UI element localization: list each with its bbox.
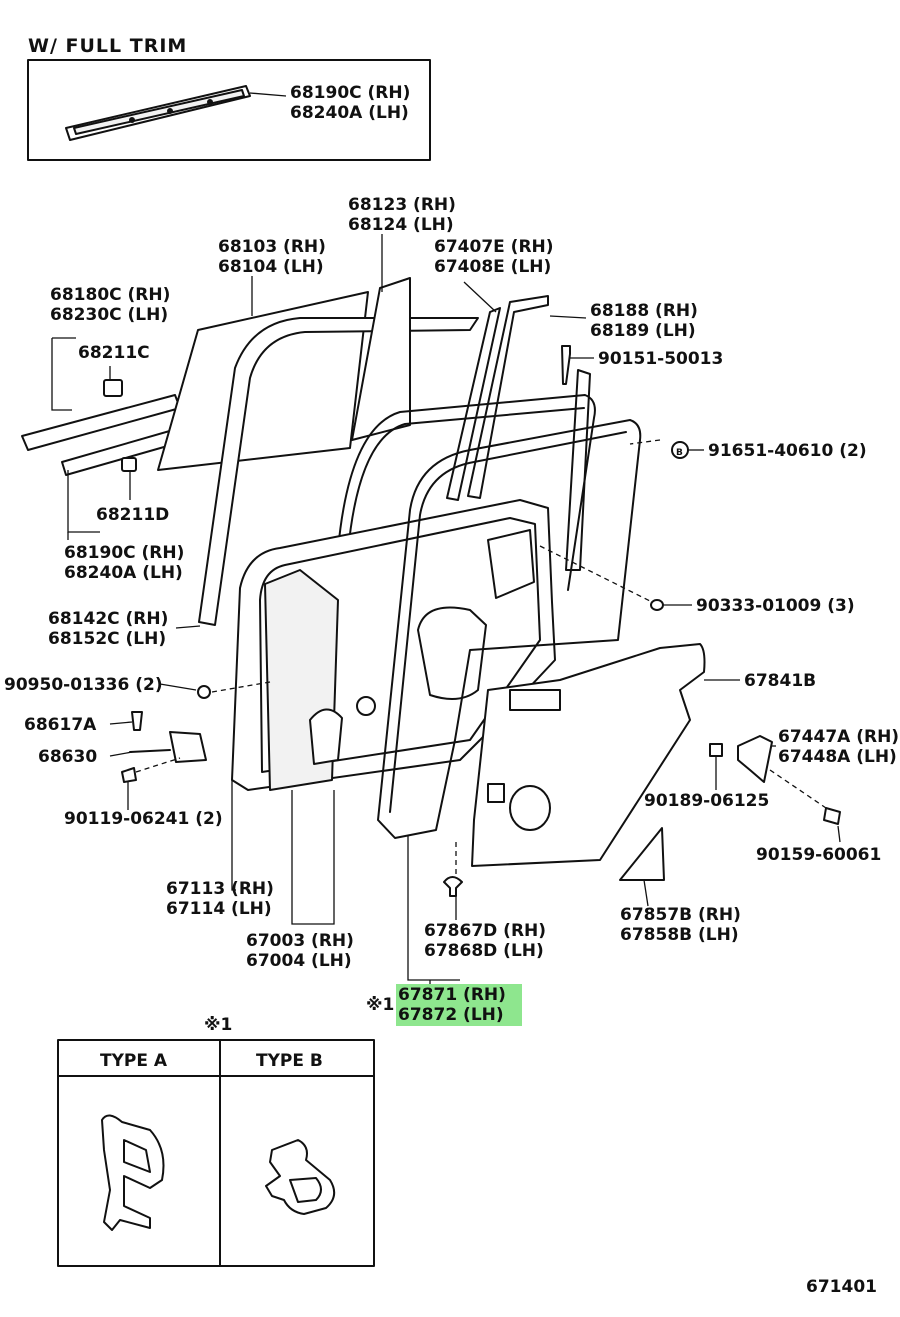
label-67872-lh: 67872 (LH) (398, 1005, 504, 1025)
screw-90151 (561, 345, 571, 385)
label-68630: 68630 (38, 747, 97, 767)
label-68152c-lh: 68152C (LH) (48, 629, 166, 649)
label-68104-lh: 68104 (LH) (218, 257, 324, 277)
label-67407e-rh: 67407E (RH) (434, 237, 554, 257)
bolt-90119 (121, 767, 137, 783)
label-90119-06241: 90119-06241 (2) (64, 809, 223, 829)
check-arm (129, 749, 171, 753)
weatherstrip-type-table: ※1 TYPE A TYPE B (57, 1015, 375, 1267)
label-68617a: 68617A (24, 715, 97, 735)
access-hole-large (417, 606, 487, 700)
label-67004-lh: 67004 (LH) (246, 951, 352, 971)
label-90333-01009: 90333-01009 (3) (696, 596, 855, 616)
label-68211d: 68211D (96, 505, 169, 525)
bracket-67447a (737, 735, 773, 783)
label-91651-40610: 91651-40610 (2) (708, 441, 867, 461)
trim-clip-hole (487, 783, 505, 803)
label-68103-rh: 68103 (RH) (218, 237, 326, 257)
label-67841b: 67841B (744, 671, 816, 691)
label-67003-rh: 67003 (RH) (246, 931, 354, 951)
label-67867d-rh: 67867D (RH) (424, 921, 546, 941)
quarter-glass (351, 277, 411, 441)
inset-frame (27, 59, 431, 161)
label-90159-60061: 90159-60061 (756, 845, 881, 865)
label-90151-50013: 90151-50013 (598, 349, 723, 369)
label-68190c-rh: 68190C (RH) (64, 543, 184, 563)
screw-90159 (823, 807, 841, 825)
label-67408e-lh: 67408E (LH) (434, 257, 551, 277)
access-hole-round (356, 696, 376, 716)
type-table-frame (57, 1039, 375, 1267)
type-b-header: TYPE B (256, 1051, 323, 1071)
type-b-profile (265, 1139, 336, 1215)
clip-68211d (121, 457, 137, 472)
label-68211c: 68211C (78, 343, 150, 363)
part-labels: 68123 (RH) 68124 (LH) 68103 (RH) 68104 (… (4, 195, 899, 1026)
label-67858b-lh: 67858B (LH) (620, 925, 739, 945)
pin-68617a (131, 711, 143, 731)
inset-label-lh: 68240A (LH) (290, 103, 409, 123)
label-68240a-lh: 68240A (LH) (64, 563, 183, 583)
nut-90189 (709, 743, 723, 757)
label-68124-lh: 68124 (LH) (348, 215, 454, 235)
highlight-67871 (396, 984, 522, 1026)
trim-header: W/ FULL TRIM (28, 35, 187, 57)
label-68188-rh: 68188 (RH) (590, 301, 698, 321)
rear-channel (565, 369, 591, 571)
weatherstrip-upper (334, 394, 596, 601)
inset-clip-3 (207, 99, 213, 105)
inset-clip-2 (167, 108, 173, 114)
label-68189-lh: 68189 (LH) (590, 321, 696, 341)
inset-clip-1 (129, 117, 135, 123)
type-a-profile (101, 1114, 165, 1231)
door-weatherstrip-67871 (377, 419, 642, 839)
label-90950-01336: 90950-01336 (2) (4, 675, 163, 695)
corner-garnish-67857b (619, 827, 665, 881)
bolt-90950 (197, 685, 211, 699)
inset-moulding-inner (73, 89, 245, 135)
clip-67867d (443, 876, 463, 897)
grommet-b-mark: B (676, 448, 683, 458)
label-68142c-rh: 68142C (RH) (48, 609, 168, 629)
door-check-68630 (169, 731, 207, 763)
clip-68211c (103, 379, 123, 397)
label-67448a-lh: 67448A (LH) (778, 747, 897, 767)
label-67447a-rh: 67447A (RH) (778, 727, 899, 747)
door-glass (157, 291, 369, 471)
label-67871-rh: 67871 (RH) (398, 985, 506, 1005)
leader-lines (51, 234, 841, 994)
label-67113-rh: 67113 (RH) (166, 879, 274, 899)
door-panel-inner (259, 517, 541, 773)
access-hole-upper (487, 529, 535, 599)
note-marker-table: ※1 (204, 1015, 232, 1035)
access-hole-lower (309, 708, 343, 765)
full-trim-inset: W/ FULL TRIM 68190C (RH) 68240A (LH) (27, 35, 431, 161)
inset-label-rh: 68190C (RH) (290, 83, 410, 103)
trim-handle-recess (509, 689, 561, 711)
type-a-header: TYPE A (100, 1051, 168, 1071)
clip-90333 (650, 599, 664, 611)
label-68123-rh: 68123 (RH) (348, 195, 456, 215)
type-a-profile-hollow (123, 1139, 151, 1173)
label-67114-lh: 67114 (LH) (166, 899, 272, 919)
door-assembly-drawing: B (21, 277, 841, 897)
label-90189-06125: 90189-06125 (644, 791, 769, 811)
label-68230c-lh: 68230C (LH) (50, 305, 168, 325)
note-marker-main: ※1 (366, 995, 394, 1015)
diagram-code: 671401 (806, 1277, 877, 1297)
glass-run-channel (198, 317, 479, 626)
label-67868d-lh: 67868D (LH) (424, 941, 544, 961)
type-b-profile-hollow (289, 1177, 322, 1203)
trim-speaker-hole (509, 785, 551, 831)
label-68180c-rh: 68180C (RH) (50, 285, 170, 305)
door-weatherstrip-inner (389, 431, 627, 813)
label-67857b-rh: 67857B (RH) (620, 905, 741, 925)
